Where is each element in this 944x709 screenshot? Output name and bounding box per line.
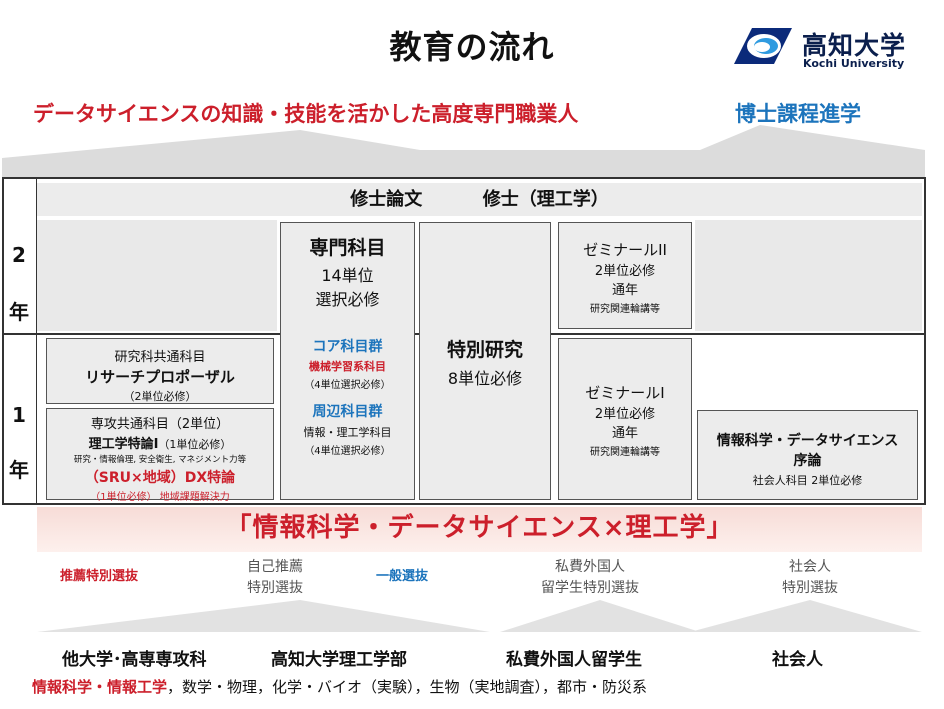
source-working: 社会人: [772, 650, 823, 670]
core-group-sub: 機械学習系科目: [309, 360, 386, 373]
seminar2-term: 通年: [611, 283, 638, 298]
major-common-box: 専攻共通科目（2単位） 理工学特論Ⅰ（1単位必修） 研究・情報倫理, 安全衛生,…: [46, 408, 274, 503]
intro-course-line2: 序論: [793, 453, 822, 469]
peri-group-note: （4単位選択必修）: [304, 446, 391, 457]
specialty-units: 14単位: [321, 266, 374, 285]
year1-label: 年: [9, 458, 29, 482]
seminar2-note: 研究関連輪講等: [590, 304, 660, 315]
source-international: 私費外国人留学生: [506, 650, 642, 670]
logo-name-en: Kochi University: [803, 57, 905, 70]
dx-lecture-title: （SRU×地域）DX特論: [84, 470, 236, 486]
engineering-special-lecture-units: （1単位必修）: [158, 438, 232, 451]
seminar1-box: ゼミナールI 2単位必修 通年 研究関連輪講等: [558, 338, 692, 500]
intro-course-box: 情報科学・データサイエンス 序論 社会人科目 2単位必修: [697, 410, 918, 500]
career-goal: データサイエンスの知識・技能を活かした高度専門職業人: [33, 102, 579, 126]
seminar1-units: 2単位必修: [594, 407, 656, 422]
intro-course-note: 社会人科目 2単位必修: [752, 474, 863, 487]
seminar2-units: 2単位必修: [594, 264, 656, 279]
research-proposal-units: （2単位必修）: [123, 390, 197, 403]
year2-gray-left: [37, 220, 277, 331]
fields-rest: ，数学・物理，化学・バイオ（実験），生物（実地調査），都市・防災系: [167, 678, 648, 696]
page-title: 教育の流れ: [389, 28, 555, 66]
thesis-band-text: 修士論文 修士（理工学）: [37, 183, 922, 216]
university-logo: 高知大学 Kochi University: [732, 26, 922, 70]
special-research-title: 特別研究: [446, 339, 523, 361]
core-group-note: （4単位選択必修）: [304, 380, 391, 391]
engineering-special-lecture-title: 理工学特論Ⅰ: [88, 437, 159, 452]
dx-lecture-note: （1単位必修） 地域課題解決力: [90, 492, 230, 503]
thesis-label: 修士論文: [350, 189, 423, 210]
year-column-divider: [36, 179, 37, 503]
core-group-title: コア科目群: [312, 339, 383, 355]
seminar1-title: ゼミナールI: [585, 384, 665, 402]
admission-working-line2: 特別選抜: [782, 580, 838, 596]
banner-text: 「情報科学・データサイエンス×理工学」: [225, 513, 734, 543]
kochi-university-emblem-icon: [734, 28, 792, 64]
research-proposal-title: リサーチプロポーザル: [85, 368, 235, 386]
admission-working: 社会人 特別選抜: [755, 557, 865, 599]
year2-gray-right: [695, 220, 922, 331]
research-common-box: 研究科共通科目 リサーチプロポーザル （2単位必修）: [46, 338, 274, 404]
upper-left-roof: [2, 125, 925, 177]
bottom-roof-middle: [500, 600, 700, 632]
admission-self-recommend: 自己推薦 特別選抜: [220, 557, 330, 599]
specialty-subjects-box: 専門科目 14単位 選択必修 コア科目群 機械学習系科目 （4単位選択必修） 周…: [280, 222, 415, 500]
research-common-cat: 研究科共通科目: [114, 350, 206, 365]
admission-international-line2: 留学生特別選抜: [541, 580, 639, 596]
admission-general: 一般選抜: [376, 569, 429, 584]
year2-label: 年: [9, 300, 29, 324]
admission-self-recommend-line2: 特別選抜: [247, 580, 303, 596]
bottom-roof-left: [37, 600, 490, 632]
admission-working-line1: 社会人: [789, 559, 831, 575]
seminar2-box: ゼミナールII 2単位必修 通年 研究関連輪講等: [558, 222, 692, 329]
major-common-cat: 専攻共通科目（2単位）: [90, 417, 230, 432]
seminar2-title: ゼミナールII: [583, 241, 667, 259]
fields-highlight: 情報科学・情報工学: [32, 678, 168, 696]
fields-line: 情報科学・情報工学，数学・物理，化学・バイオ（実験），生物（実地調査），都市・防…: [32, 676, 647, 697]
admission-international-line1: 私費外国人: [555, 559, 625, 575]
engineering-special-lecture-detail: 研究・情報倫理, 安全衛生, マネジメント力等: [73, 455, 247, 465]
peri-group-sub: 情報・理工学科目: [303, 426, 392, 439]
admission-international: 私費外国人 留学生特別選抜: [505, 557, 675, 599]
specialty-title: 専門科目: [309, 237, 386, 259]
degree-label: 修士（理工学）: [482, 189, 609, 210]
admission-self-recommend-line1: 自己推薦: [247, 559, 303, 575]
bottom-roof-right: [690, 600, 922, 632]
seminar1-note: 研究関連輪講等: [590, 447, 660, 458]
logo-name-jp: 高知大学: [802, 31, 907, 60]
peri-group-title: 周辺科目群: [312, 404, 383, 420]
year1-number: 1: [12, 403, 26, 427]
year2-number: 2: [12, 243, 26, 267]
thesis-band: [37, 183, 922, 216]
specialty-req: 選択必修: [315, 290, 380, 309]
intro-course-line1: 情報科学・データサイエンス: [716, 433, 899, 449]
admission-recommend: 推薦特別選抜: [60, 569, 139, 584]
banner-background: [37, 507, 922, 552]
special-research-units: 8単位必修: [447, 369, 523, 388]
source-kochi: 高知大学理工学部: [271, 650, 407, 670]
seminar1-term: 通年: [611, 426, 638, 441]
doctoral-goal: 博士課程進学: [735, 102, 861, 126]
special-research-box: 特別研究 8単位必修: [419, 222, 551, 500]
source-other-univ: 他大学･高専専攻科: [62, 650, 207, 670]
